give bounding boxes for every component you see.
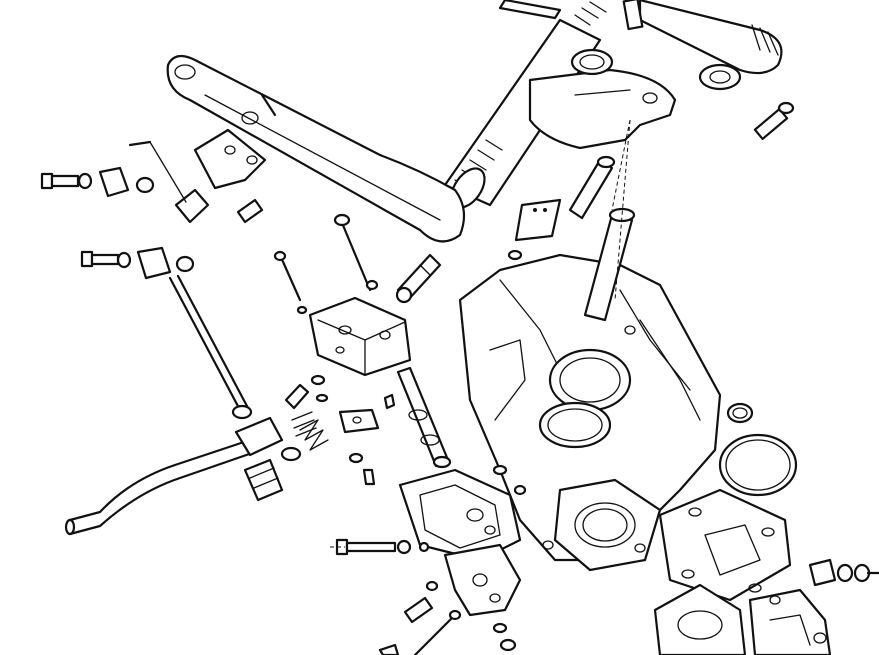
curved-pipe [64,438,257,536]
o-rings-right [718,402,798,497]
spool [396,366,452,469]
lower-valve-body [398,464,527,617]
upper-right-arm [498,0,783,91]
bolt-under-arm [395,253,442,304]
block-bolts [273,213,379,315]
small-valve-parts [280,374,396,486]
bracket-left [128,128,267,224]
elbow-housing [653,583,832,655]
bolt-assembly-middle-left [80,246,195,280]
lift-arm [166,54,466,243]
cover-plate [658,488,792,602]
bolt-top-right [753,101,795,140]
rocker-arm [528,48,677,150]
main-housing [458,253,722,572]
small-plate [507,198,562,261]
valve-block [308,296,412,377]
pivot-pins [568,119,636,322]
pipe-fitting [234,416,284,502]
bolt-assembly-upper-left [40,166,155,198]
small-bolt-left [236,198,264,224]
long-rod [168,274,253,420]
bottom-bolts [330,538,517,655]
spring [299,419,329,451]
fitting-far-right [808,558,879,587]
